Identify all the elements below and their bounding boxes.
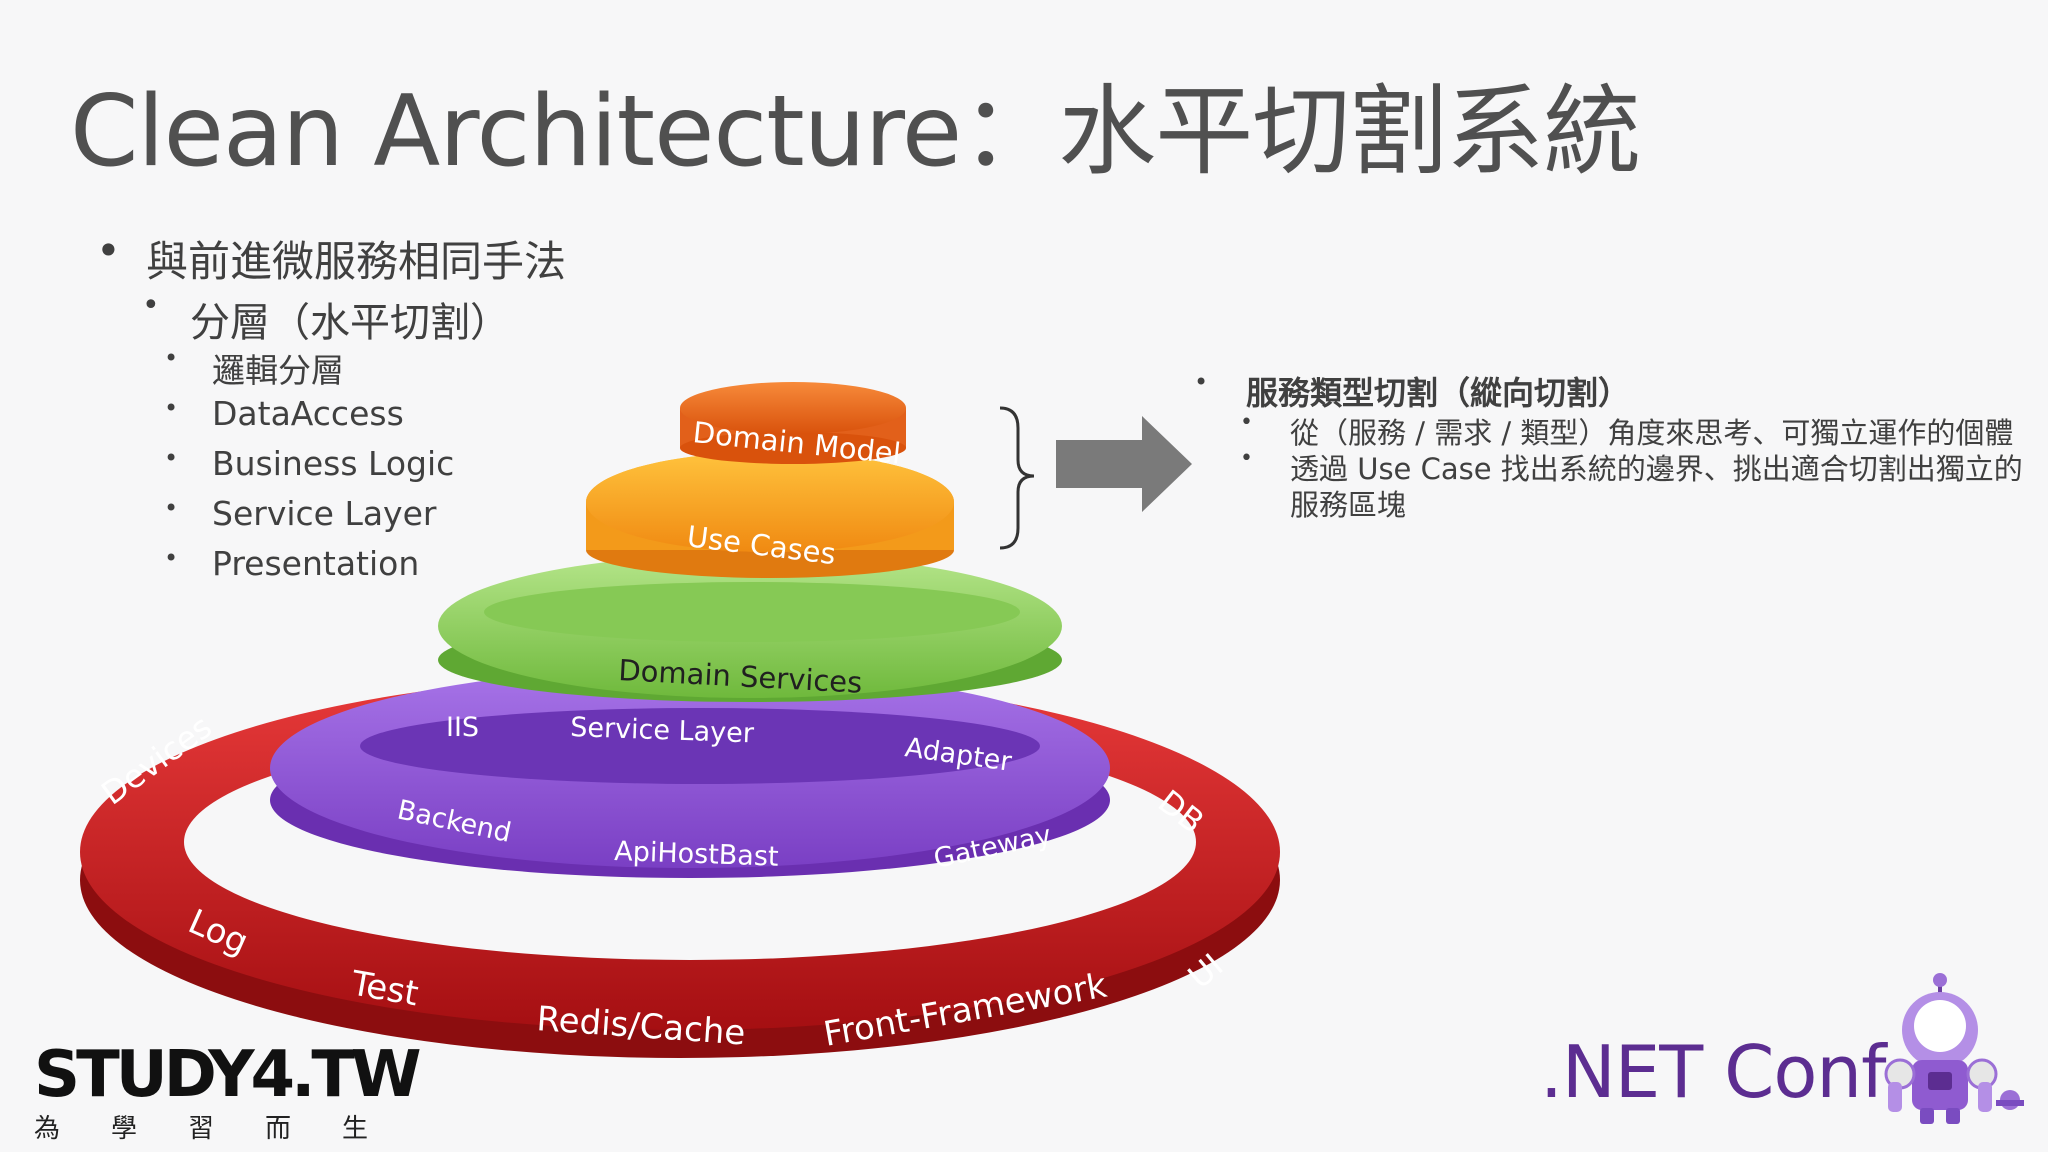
domain-model-disc <box>680 382 906 464</box>
service-layer-ring <box>270 668 1110 878</box>
label-service-layer: Service Layer <box>570 712 756 749</box>
study4-logo: STUDY4.TW <box>34 1038 422 1112</box>
netconf-logo: .NET Conf <box>1540 1030 1886 1114</box>
label-iis: IIS <box>446 712 479 743</box>
use-cases-disc <box>586 452 954 578</box>
domain-services-ring <box>438 554 1062 702</box>
curly-brace <box>999 406 1035 550</box>
right-arrow-icon <box>1056 416 1192 512</box>
robot-mascot-icon <box>1884 973 2024 1124</box>
slide-title: Clean Architecture：水平切割系統 <box>70 75 1641 189</box>
label-apihostbast: ApiHostBast <box>614 836 779 873</box>
study4-tagline: 為學習而生 <box>34 1114 420 1144</box>
